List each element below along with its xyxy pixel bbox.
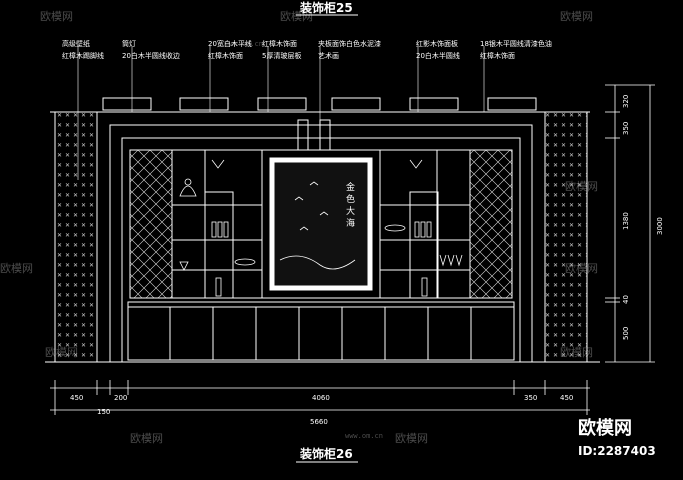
annotation-line1: 高级壁纸	[62, 39, 90, 48]
annotation-line2: 20白木半圆线	[416, 51, 460, 60]
shelf-decorations	[179, 159, 463, 297]
dim-label: 4060	[312, 394, 330, 402]
right-wallpaper-panel	[544, 111, 588, 363]
annotation-group: 高级壁纸红樟木踢脚线筒灯20白木半圆线收边20宽白木平线红樟木饰面红樟木饰面5厚…	[62, 39, 552, 180]
annotation-line1: 红影木饰面板	[416, 39, 458, 48]
annotation-line2: 红樟木踢脚线	[62, 51, 104, 60]
bottom-dimensions	[50, 380, 590, 415]
watermark: 欧模网	[130, 432, 163, 445]
dim-label: 450	[560, 394, 573, 402]
annotation-line1: 红樟木饰面	[262, 39, 297, 48]
drawing-title-top: 装饰柜25	[299, 0, 353, 15]
watermark: 欧模网	[395, 432, 428, 445]
dim-label: 350	[524, 394, 537, 402]
dim-label: 450	[70, 394, 83, 402]
artwork-caption-char: 金	[346, 181, 355, 193]
dim-total-right: 3000	[656, 217, 664, 235]
dim-label: 150	[97, 408, 110, 416]
artwork-caption-char: 大	[346, 205, 355, 217]
watermark-url: www.om.cn	[225, 40, 263, 48]
ceiling-lights	[102, 97, 537, 111]
lower-cabinets	[127, 301, 515, 361]
watermark: 欧模网	[280, 10, 313, 23]
watermark: 欧模网	[560, 10, 593, 23]
right-lattice-panel	[469, 149, 513, 299]
brand-id: ID:2287403	[578, 444, 656, 458]
artwork-caption-char: 海	[346, 217, 355, 229]
left-shelf-unit	[171, 149, 263, 299]
dim-label: 500	[622, 327, 630, 340]
annotation-line2: 艺术画	[318, 51, 339, 60]
dim-label: 320	[622, 95, 630, 108]
annotation-line1: 18银木平圆线清漆色油	[480, 39, 552, 48]
annotation-line2: 红樟木饰面	[208, 51, 243, 60]
left-wallpaper-panel	[54, 111, 98, 363]
annotation-line2: 红樟木饰面	[480, 51, 515, 60]
dim-total: 5660	[310, 418, 328, 426]
left-lattice-panel	[129, 149, 173, 299]
brand-logo-text: 欧模网	[578, 417, 632, 439]
annotation-line1: 夹板面饰白色水泥漆	[318, 39, 381, 48]
cabinet-elevation	[45, 97, 600, 363]
dim-label: 200	[114, 394, 127, 402]
right-dimensions	[605, 84, 655, 363]
annotation-line2: 5厚清玻层板	[262, 51, 301, 60]
dim-label: 40	[622, 295, 630, 304]
drawing-title-bottom: 装饰柜26	[299, 446, 353, 461]
watermark: 欧模网	[0, 262, 33, 275]
watermark: 欧模网	[40, 10, 73, 23]
annotation-line1: 筒灯	[122, 39, 136, 48]
artwork-brush-strokes	[279, 181, 356, 270]
artwork-caption-char: 色	[346, 193, 355, 205]
watermark-url: www.om.cn	[345, 432, 383, 440]
dim-label: 350	[622, 122, 630, 135]
annotation-line2: 20白木半圆线收边	[122, 51, 180, 60]
annotation-line1: 20宽白木平线	[208, 39, 252, 48]
dim-label: 1380	[622, 212, 630, 230]
